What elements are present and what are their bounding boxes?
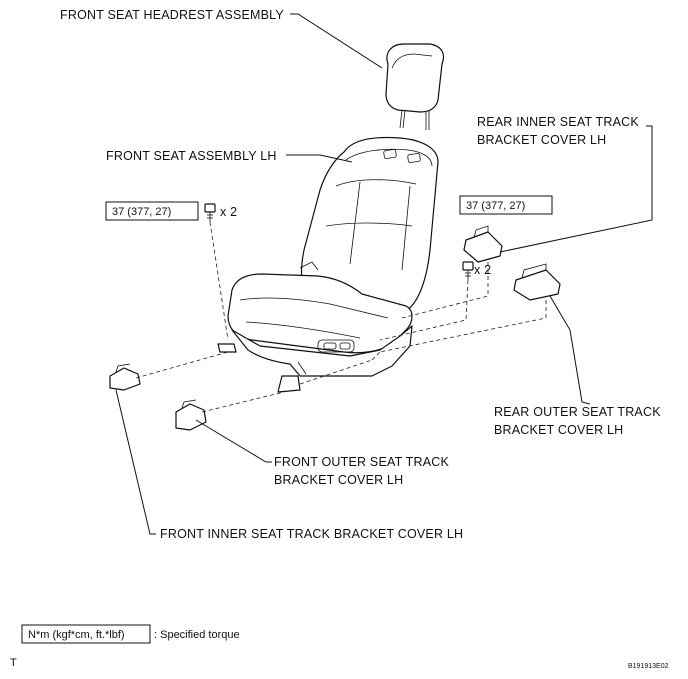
legend-description: : Specified torque	[154, 629, 240, 641]
legend-unit-text: N*m (kgf*cm, ft.*lbf)	[28, 629, 125, 641]
legend-unit-box	[21, 624, 151, 644]
label-front-outer-line2: BRACKET COVER LH	[274, 473, 403, 487]
label-rear-outer-line2: BRACKET COVER LH	[494, 423, 623, 437]
front-inner-cover-drawing	[109, 363, 141, 391]
torque-box-right	[459, 195, 553, 215]
left-bolt	[204, 203, 216, 222]
label-front-inner: FRONT INNER SEAT TRACK BRACKET COVER LH	[160, 527, 463, 541]
assembly-guide-lines	[135, 221, 547, 413]
label-seat-assembly: FRONT SEAT ASSEMBLY LH	[106, 149, 277, 163]
right-bolt	[462, 261, 474, 280]
footer-mark: T	[10, 657, 17, 669]
torque-value-right: 37 (377, 27)	[466, 200, 525, 212]
seat-drawing	[217, 136, 439, 393]
label-headrest: FRONT SEAT HEADREST ASSEMBLY	[60, 8, 284, 22]
headrest-drawing	[385, 43, 445, 130]
figure-code: B191913E02	[628, 663, 669, 670]
torque-box-left	[105, 201, 199, 221]
label-rear-outer-line1: REAR OUTER SEAT TRACK	[494, 405, 661, 419]
bolt-qty-left: x 2	[220, 205, 237, 219]
label-rear-inner-line1: REAR INNER SEAT TRACK	[477, 115, 639, 129]
label-rear-inner-line2: BRACKET COVER LH	[477, 133, 606, 147]
front-outer-cover-drawing	[175, 399, 207, 431]
torque-value-left: 37 (377, 27)	[112, 206, 171, 218]
leader-lines	[115, 13, 653, 535]
bolt-qty-right: x 2	[474, 263, 491, 277]
rear-inner-cover-drawing	[463, 225, 503, 263]
label-front-outer-line1: FRONT OUTER SEAT TRACK	[274, 455, 449, 469]
rear-outer-cover-drawing	[513, 263, 561, 301]
